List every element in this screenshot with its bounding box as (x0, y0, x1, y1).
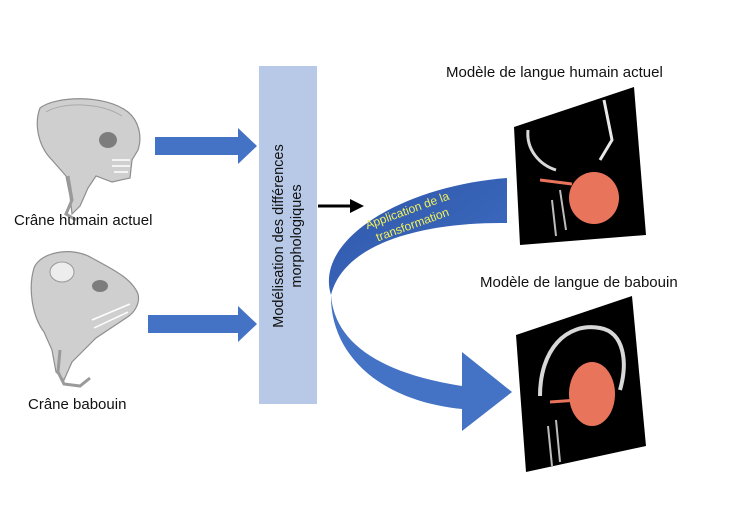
baboon-skull-label: Crâne babouin (28, 396, 127, 413)
human-tongue-model-image (514, 87, 646, 245)
modeling-label-line1: Modélisation des différences (271, 144, 287, 328)
modeling-box (259, 66, 317, 404)
human-skull-label: Crâne humain actuel (14, 212, 153, 229)
baboon-tongue-model-image (516, 296, 646, 472)
baboon-skull-arrow (148, 306, 257, 342)
black-arrow (318, 199, 364, 213)
human-model-title: Modèle de langue humain actuel (446, 64, 663, 81)
baboon-skull-image (30, 251, 140, 388)
modeling-label: Modélisation des différences morphologiq… (270, 71, 306, 401)
baboon-model-title: Modèle de langue de babouin (480, 274, 678, 291)
transformation-arrow (330, 295, 512, 431)
modeling-label-line2: morphologiques (289, 184, 305, 288)
human-skull-arrow (155, 128, 257, 164)
human-skull-image (36, 98, 141, 222)
transformation-band (328, 178, 507, 295)
